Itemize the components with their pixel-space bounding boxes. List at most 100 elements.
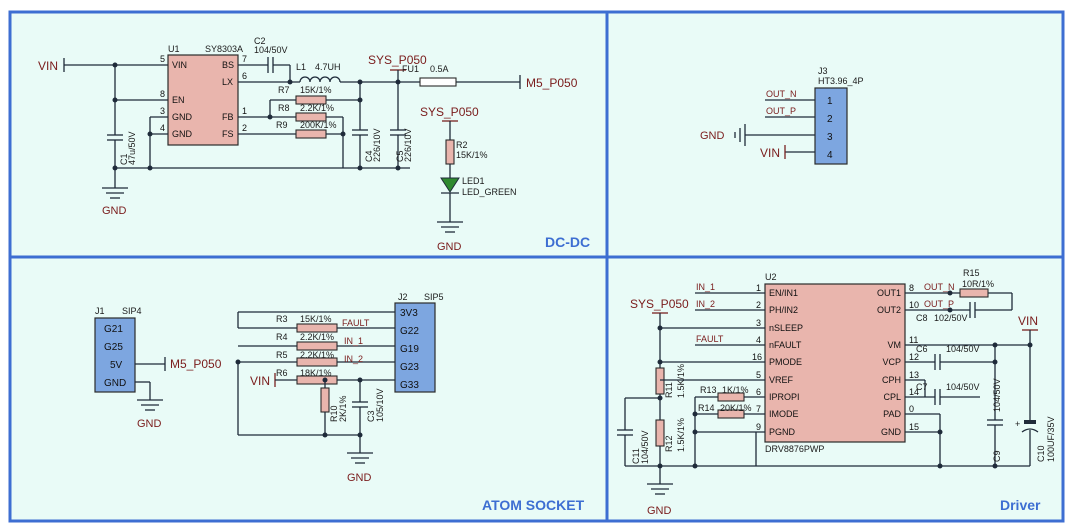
u2-pin-out1: OUT1	[877, 288, 901, 298]
svg-text:GND: GND	[104, 378, 126, 389]
r8-ref: R8	[278, 103, 290, 113]
u2-pin-ph-in2: PH/IN2	[769, 305, 798, 315]
j1-body	[94, 317, 136, 393]
u1-pin-gnd1: GND	[172, 112, 193, 122]
u2-pin-number: 2	[756, 300, 761, 310]
atom-net-in1: IN_1	[344, 336, 363, 346]
u2-pin-number: 1	[756, 283, 761, 293]
c8-value: 102/50V	[934, 313, 968, 323]
driver-net-in2: IN_2	[696, 299, 715, 309]
l1-value: 4.7UH	[315, 62, 341, 72]
atom-net-vin: VIN	[250, 374, 270, 388]
gnd-label-j1: GND	[137, 418, 162, 430]
u2-pin-vcp: VCP	[882, 357, 901, 367]
c5-ref: C5	[395, 150, 405, 162]
r2-value: 15K/1%	[456, 150, 488, 160]
j1-part: SIP4	[122, 306, 142, 316]
c10-value: 100UF/35V	[1046, 416, 1056, 462]
svg-text:4: 4	[160, 123, 165, 133]
c6-ref: C6	[916, 344, 928, 354]
j1-ref: J1	[95, 306, 105, 316]
l1-ref: L1	[296, 62, 306, 72]
svg-text:G23: G23	[400, 362, 419, 373]
r10-value: 2K/1%	[338, 395, 348, 422]
atom-net-in2: IN_2	[344, 354, 363, 364]
j3-connector-section: J3 HT3.96_4P 1 2 3 4 OUT_N OUT_P GND VIN	[700, 66, 864, 165]
fu1-value: 0.5A	[430, 64, 449, 74]
r12-ref: R12	[664, 435, 674, 452]
c6-value: 104/50V	[946, 344, 980, 354]
sys-p050-net-1: SYS_P050	[368, 53, 427, 67]
u2-pin-number: 7	[756, 404, 761, 414]
r12-value: 1.5K/1%	[676, 418, 686, 452]
gnd-label-dcdc: GND	[102, 205, 127, 217]
u2-pin-cph: CPH	[882, 375, 901, 385]
svg-text:5V: 5V	[110, 360, 123, 371]
u1-pin-en: EN	[172, 95, 185, 105]
c9-ref: C9	[992, 450, 1002, 462]
r14-ref: R14	[698, 403, 715, 413]
r3-ref: R3	[276, 314, 288, 324]
driver-section: U2 DRV8876PWP EN/IN11PH/IN22nSLEEP3nFAUL…	[617, 268, 1056, 517]
u2-pin-pmode: PMODE	[769, 357, 802, 367]
r13-value: 1K/1%	[722, 385, 749, 395]
u1-pin-fb: FB	[222, 112, 234, 122]
svg-text:+: +	[1015, 419, 1020, 429]
u2-pin-vm: VM	[888, 340, 902, 350]
c1-ref: C1	[119, 153, 129, 165]
j3-net-gnd: GND	[700, 130, 725, 142]
u1-pin-gnd2: GND	[172, 129, 193, 139]
r14-value: 20K/1%	[720, 403, 752, 413]
svg-text:7: 7	[242, 54, 247, 64]
svg-text:G19: G19	[400, 344, 419, 355]
j3-net-out-p: OUT_P	[766, 106, 796, 116]
gnd-label-driver: GND	[647, 505, 672, 517]
j2-body	[394, 302, 436, 393]
svg-text:8: 8	[160, 89, 165, 99]
u2-pin-number: 11	[909, 335, 918, 345]
j3-part: HT3.96_4P	[818, 76, 864, 86]
u2-pin-number: 15	[909, 422, 919, 432]
r7-value: 15K/1%	[300, 85, 332, 95]
svg-text:3: 3	[827, 132, 833, 143]
j1-net-m5-p050: M5_P050	[170, 357, 222, 371]
c4-value: 226/10V	[372, 128, 382, 162]
r7-ref: R7	[278, 85, 290, 95]
u2-part: DRV8876PWP	[765, 444, 824, 454]
u1-part: SY8303A	[205, 44, 243, 54]
svg-text:3V3: 3V3	[400, 308, 418, 319]
svg-text:G25: G25	[104, 342, 123, 353]
u2-pin-number: 16	[752, 352, 762, 362]
r8-value: 2.2K/1%	[300, 103, 334, 113]
svg-text:6: 6	[242, 71, 247, 81]
u2-pin-nfault: nFAULT	[769, 340, 802, 350]
r10-ref: R10	[329, 405, 339, 422]
led1-value: LED_GREEN	[462, 187, 517, 197]
m5-p050-net-dcdc: M5_P050	[526, 76, 578, 90]
u2-pin-number: 10	[909, 300, 919, 310]
panel-title-driver: Driver	[1000, 497, 1041, 513]
r5-value: 2.2K/1%	[300, 350, 334, 360]
u2-pin-number: 12	[909, 352, 919, 362]
c11-ref: C11	[631, 448, 641, 464]
j3-net-out-n: OUT_N	[766, 89, 797, 99]
gnd-label-atom: GND	[347, 472, 372, 484]
c2-ref: C2	[254, 36, 266, 46]
u2-pin-number: 3	[756, 318, 761, 328]
r9-value: 200K/1%	[300, 120, 337, 130]
atom-net-fault: FAULT	[342, 318, 370, 328]
c7-ref: C7	[916, 382, 928, 392]
u2-pin-number: 4	[756, 335, 761, 345]
r4-value: 2.2K/1%	[300, 332, 334, 342]
u2-pin-pgnd: PGND	[769, 427, 796, 437]
gnd-label-led: GND	[437, 241, 462, 253]
u2-chip	[764, 283, 906, 443]
u2-pin-vref: VREF	[769, 375, 794, 385]
r6-ref: R6	[276, 368, 288, 378]
svg-text:G21: G21	[104, 324, 123, 335]
r4-ref: R4	[276, 332, 288, 342]
u2-pin-ipropi: IPROPI	[769, 392, 800, 402]
r15-ref: R15	[963, 268, 980, 278]
svg-text:4: 4	[827, 150, 833, 161]
svg-text:1: 1	[242, 106, 247, 116]
